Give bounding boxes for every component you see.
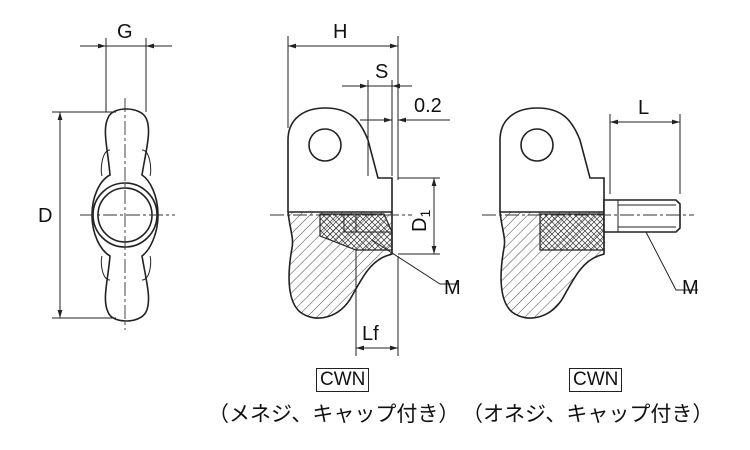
- dim-label-d: D: [38, 205, 52, 227]
- front-view-outline: [91, 108, 159, 322]
- dim-label-m-right: M: [682, 277, 699, 299]
- cap-insert-right: [539, 213, 605, 251]
- dim-label-l: L: [638, 97, 649, 119]
- wing-hole-right: [520, 128, 554, 162]
- dim-label-lf: Lf: [362, 323, 379, 345]
- dim-label-gap: 0.2: [414, 95, 442, 117]
- section-view-male: [482, 107, 698, 319]
- threaded-stud: [603, 199, 681, 233]
- caption-left: （メネジ、キャップ付き）: [208, 403, 460, 426]
- dim-label-d1: D1: [409, 210, 433, 232]
- section-upper-outline: [287, 107, 393, 212]
- dim-label-h: H: [333, 21, 347, 43]
- wing-hole: [308, 128, 342, 162]
- caption-right: （オネジ、キャップ付き）: [462, 403, 714, 426]
- dim-label-g: G: [117, 21, 133, 43]
- model-badge-right: CWN: [569, 368, 623, 392]
- section-upper-outline-right: [499, 107, 605, 212]
- dim-label-m-left: M: [444, 277, 461, 299]
- dim-label-s: S: [375, 61, 388, 83]
- front-view: [52, 38, 175, 330]
- model-badge-left: CWN: [316, 368, 370, 392]
- section-view-female: [270, 36, 458, 356]
